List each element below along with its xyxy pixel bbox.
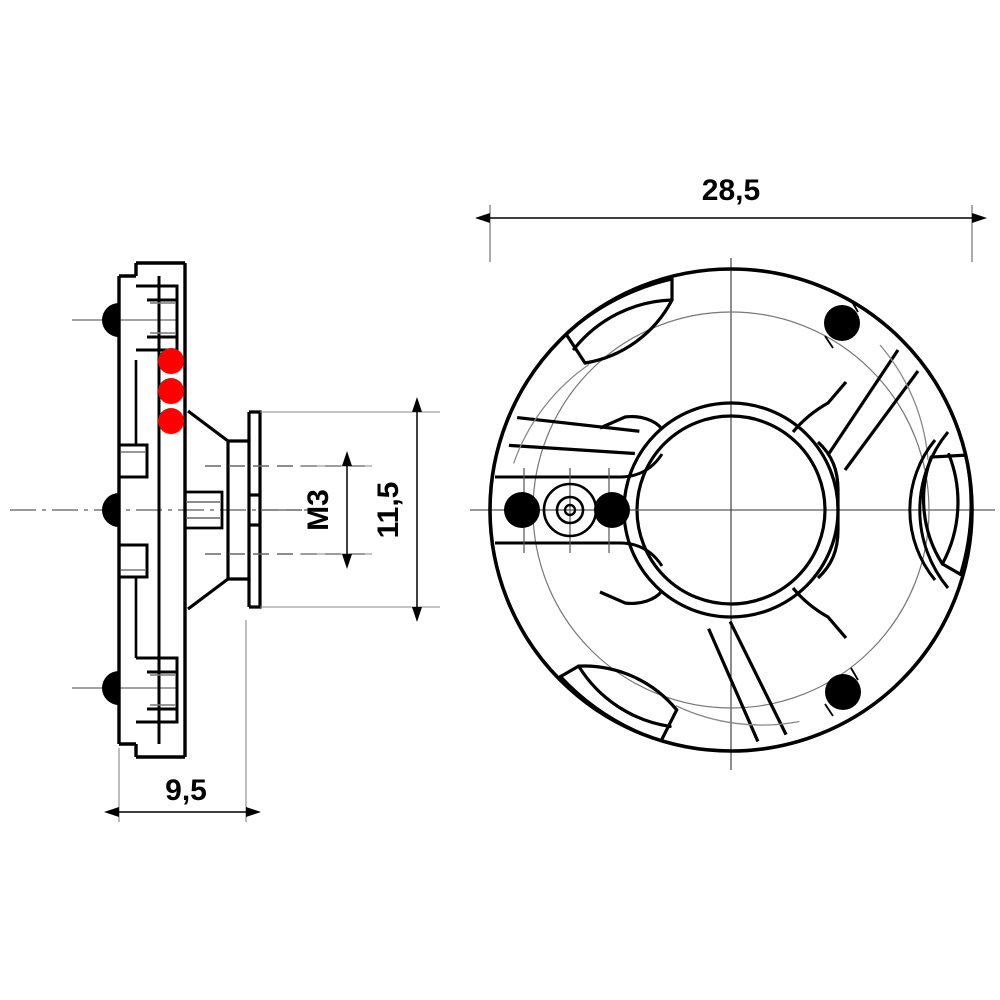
mid-hole-lower-box bbox=[119, 543, 149, 579]
dim-label-285: 28,5 bbox=[702, 174, 760, 207]
mounting-hole-upper-right bbox=[824, 305, 860, 341]
right-relief-detail bbox=[908, 431, 950, 589]
spoke-rib-2b bbox=[707, 628, 760, 743]
tick-upper-b bbox=[824, 335, 834, 349]
tick-lower-a bbox=[850, 667, 859, 681]
pocket-arc-upper-inner bbox=[583, 277, 674, 365]
target-middle-circle bbox=[555, 495, 585, 525]
spoke-rib-3a bbox=[508, 443, 635, 456]
hub-collar bbox=[228, 439, 251, 581]
mounting-hole-left-outer bbox=[504, 492, 540, 528]
right-relief-arc-inner bbox=[908, 439, 937, 581]
pocket-lower-thin bbox=[940, 452, 960, 566]
side-view-m3-ext-solid bbox=[300, 465, 372, 555]
side-view-middle-thinlines bbox=[121, 451, 145, 571]
fillet-upper-right bbox=[791, 380, 848, 434]
right-relief-arc-mid bbox=[918, 431, 950, 589]
front-view-inner-features bbox=[495, 277, 972, 743]
fillet-right-upper bbox=[816, 440, 840, 491]
red-marker-2 bbox=[158, 378, 184, 404]
mid-hole-upper-box bbox=[119, 443, 149, 479]
dim-label-m3: M3 bbox=[302, 489, 335, 531]
section-marker-bottom bbox=[102, 671, 119, 705]
side-view-section-markers bbox=[102, 303, 119, 705]
side-view-projection-lines bbox=[260, 411, 440, 608]
side-view-top-hole-detail bbox=[136, 284, 179, 352]
pocket-arc-upper-outer bbox=[564, 277, 674, 336]
dimension-9-5: 9,5 bbox=[104, 774, 261, 817]
pocket-arc-right-outer bbox=[558, 674, 663, 743]
spoke-rib-1a bbox=[826, 349, 900, 456]
hub-flange bbox=[249, 410, 262, 609]
tick-upper-a bbox=[850, 299, 859, 313]
side-view-group bbox=[10, 261, 440, 822]
side-view-projection-dashed bbox=[205, 465, 372, 555]
mounting-hole-left-inner bbox=[594, 492, 630, 528]
dim-label-95: 9,5 bbox=[165, 774, 207, 807]
side-view-red-markers bbox=[158, 348, 184, 434]
front-view-group: 28,5 bbox=[470, 174, 995, 770]
top-hole-box bbox=[147, 284, 179, 352]
mounting-hole-lower-right bbox=[825, 674, 861, 710]
red-marker-1 bbox=[158, 348, 184, 374]
side-view-top-hole-thinlines bbox=[150, 302, 175, 334]
pocket-right-thin bbox=[577, 664, 672, 729]
mounting-holes-filled bbox=[504, 305, 861, 710]
fillet-lower-left bbox=[599, 589, 664, 606]
pocket-arc-right-inner bbox=[558, 664, 679, 712]
pocket-arc-lower-outer bbox=[958, 453, 972, 577]
side-view-bottom-hole-detail bbox=[136, 656, 179, 724]
tick-lower-b bbox=[824, 703, 834, 717]
fillet-upper-left bbox=[599, 414, 664, 431]
slot-bottom-edge bbox=[495, 541, 664, 567]
fillet-lower-right bbox=[791, 586, 848, 640]
pocket-upper-thin bbox=[572, 298, 674, 351]
spoke-rib-2a bbox=[728, 620, 788, 736]
dimension-m3: M3 bbox=[302, 451, 352, 569]
hole-tick-marks bbox=[824, 299, 859, 717]
section-marker-middle bbox=[102, 493, 119, 527]
web-arc-1 bbox=[879, 344, 929, 461]
web-thin-arcs bbox=[512, 344, 929, 726]
dim-label-115: 11,5 bbox=[372, 482, 405, 539]
side-view-hub bbox=[187, 409, 262, 611]
spoke-rib-3b bbox=[516, 415, 640, 433]
bore-fillets bbox=[599, 380, 848, 640]
side-view-m3-thread bbox=[185, 490, 224, 530]
slot-top-edge bbox=[495, 453, 664, 479]
spoke-ribs bbox=[508, 349, 920, 743]
bottom-hole-box bbox=[147, 656, 179, 724]
side-view-bottom-hole-thinlines bbox=[150, 674, 175, 706]
web-arc-2 bbox=[675, 705, 800, 726]
hub-taper-outline bbox=[187, 409, 230, 611]
left-boss-slot bbox=[495, 453, 664, 567]
side-view-middle-hole-detail bbox=[119, 443, 149, 579]
web-arc-3 bbox=[512, 363, 590, 464]
m3-thread-box bbox=[185, 490, 224, 530]
target-inner-circle bbox=[563, 503, 577, 517]
fillet-right-lower bbox=[816, 529, 840, 580]
dimension-11-5: 11,5 bbox=[372, 397, 422, 622]
spoke-rib-1b bbox=[843, 370, 920, 471]
red-marker-3 bbox=[158, 408, 184, 434]
section-marker-top bbox=[102, 303, 119, 337]
side-view-m3-thread-lines bbox=[186, 501, 220, 519]
dimension-28-5: 28,5 bbox=[475, 174, 987, 262]
